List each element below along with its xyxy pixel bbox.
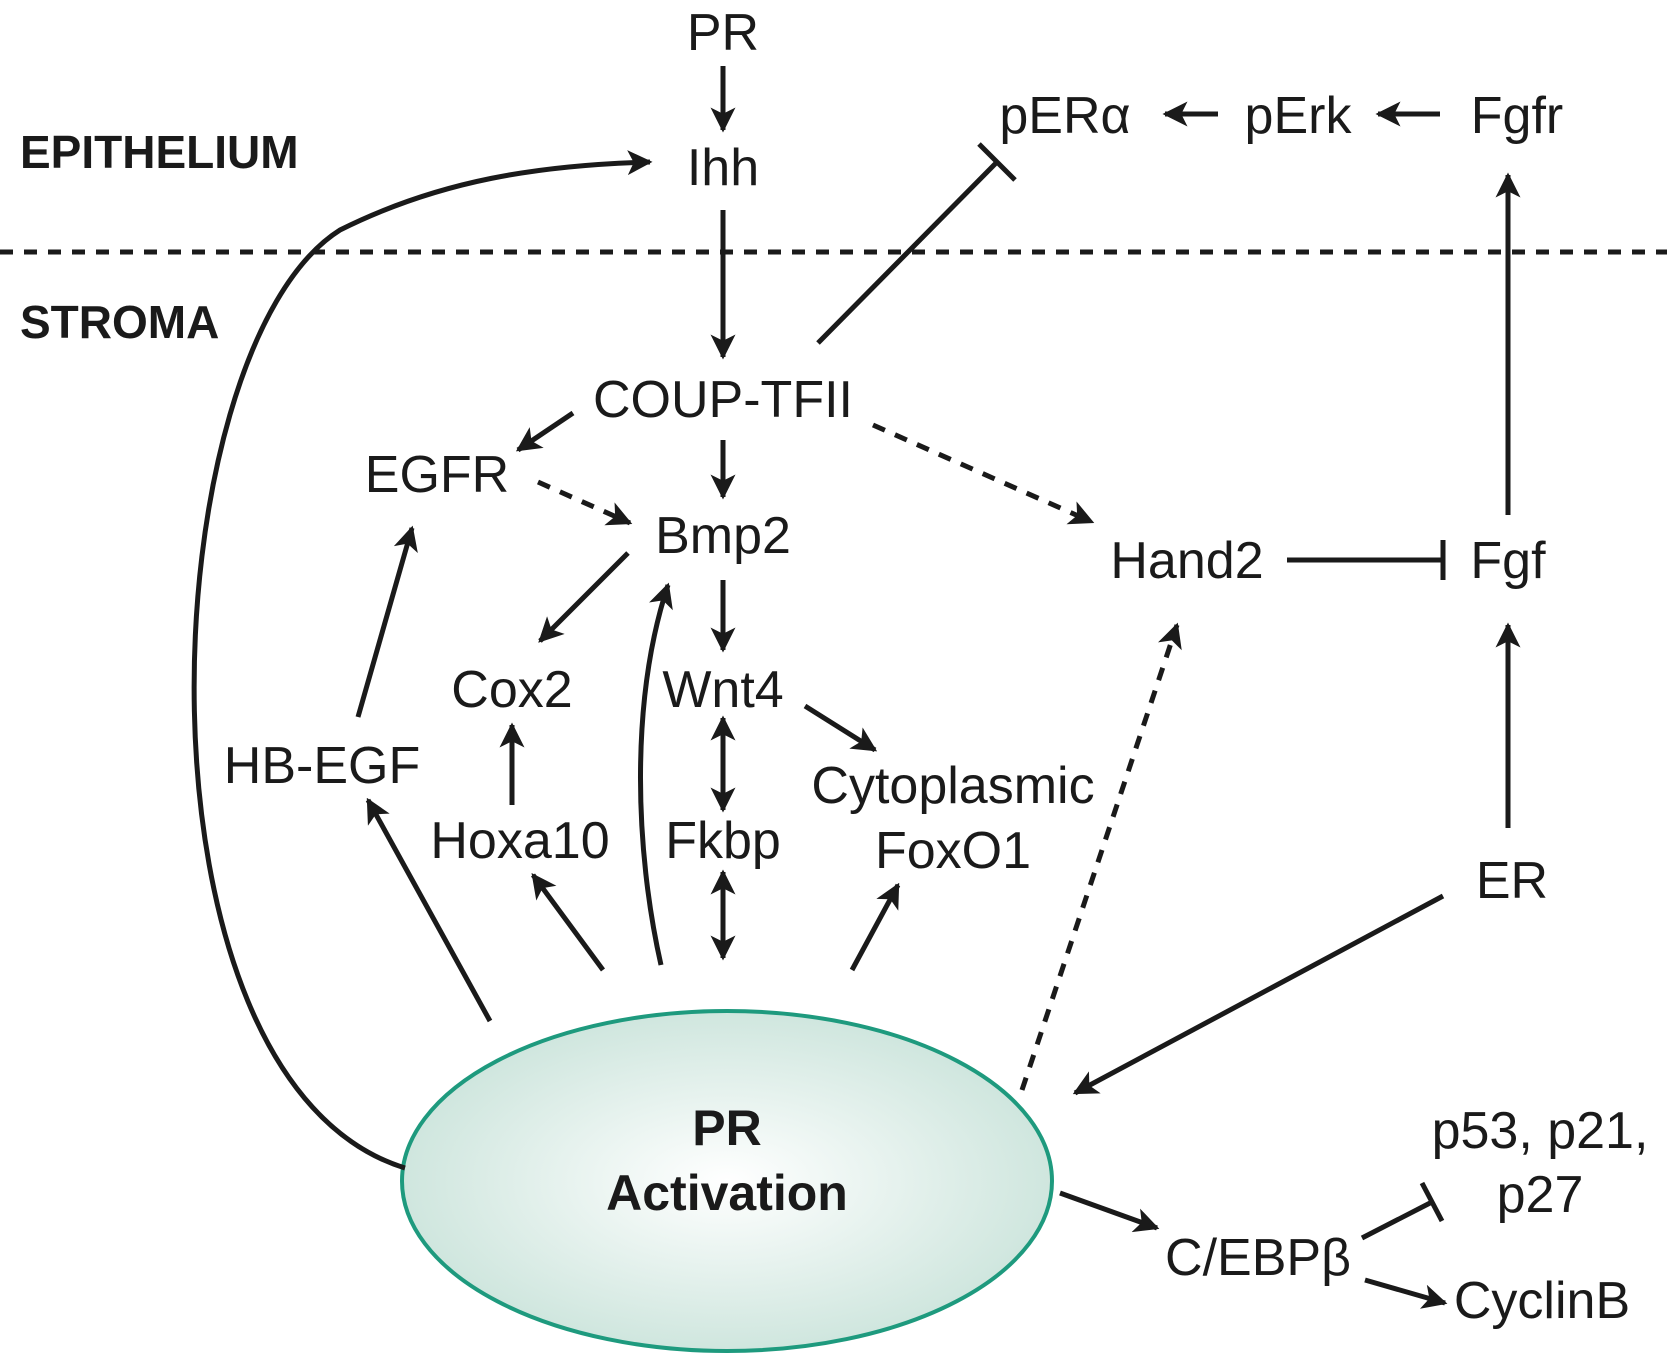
node-per-alpha: pERα [999, 87, 1130, 145]
node-p53-p21-line1: p53, p21, [1432, 1102, 1649, 1160]
node-fgf: Fgf [1470, 532, 1546, 590]
edge-egfr-to-bmp2-dashed [536, 479, 633, 526]
inhibit-coup-tfii-to-per-alpha [816, 160, 999, 345]
pr-activation-label-line2: Activation [606, 1165, 848, 1221]
node-hand2: Hand2 [1110, 532, 1263, 590]
edge-activation-to-bmp2 [638, 582, 673, 966]
region-label-stroma: STROMA [20, 296, 219, 348]
edge-cebpb-to-cyclinb [1364, 1277, 1448, 1309]
edge-activation-to-foxo1 [849, 882, 901, 972]
pr-activation-label-line1: PR [692, 1100, 761, 1156]
node-cebpb: C/EBPβ [1165, 1229, 1351, 1287]
inhibit-bar-p53 [1419, 1181, 1445, 1223]
edge-hb-egf-to-egfr [355, 525, 418, 718]
node-ihh: Ihh [687, 139, 759, 197]
node-cytoplasmic: Cytoplasmic [811, 757, 1094, 815]
node-hoxa10: Hoxa10 [430, 812, 609, 870]
edge-coup-tfii-to-egfr [515, 410, 575, 453]
edge-activation-to-hand2-dashed [1019, 622, 1182, 1091]
edge-activation-to-hb-egf [365, 797, 493, 1023]
node-foxo1: FoxO1 [875, 822, 1031, 880]
pr-activation-ellipse [400, 1009, 1054, 1353]
node-er: ER [1476, 852, 1548, 910]
node-egfr: EGFR [365, 446, 509, 504]
node-coup-tfii: COUP-TFII [593, 371, 853, 429]
node-fgfr: Fgfr [1471, 87, 1563, 145]
edge-activation-to-hoxa10 [530, 872, 606, 972]
node-cyclinb: CyclinB [1454, 1272, 1630, 1330]
node-wnt4: Wnt4 [662, 661, 783, 719]
region-label-epithelium: EPITHELIUM [20, 126, 299, 178]
edge-er-to-activation [1072, 893, 1445, 1096]
node-hb-egf: HB-EGF [224, 737, 420, 795]
node-pr-top: PR [687, 4, 759, 62]
edge-wnt4-to-cytoplasmic-foxo1 [803, 703, 878, 753]
node-cox2: Cox2 [451, 661, 572, 719]
edge-coup-tfii-to-hand2-dashed [871, 422, 1095, 525]
edge-activation-to-cebpb [1059, 1190, 1160, 1233]
inhibit-bar-per-alpha [977, 142, 1017, 182]
node-fkbp: Fkbp [665, 812, 781, 870]
edge-activation-to-ihh [191, 150, 653, 1171]
node-bmp2: Bmp2 [655, 507, 791, 565]
inhibit-cebpb-to-p53 [1360, 1199, 1434, 1241]
node-p53-p21-line2: p27 [1497, 1166, 1584, 1224]
node-perk: pErk [1245, 87, 1353, 145]
edge-bmp2-to-cox2 [538, 551, 630, 643]
